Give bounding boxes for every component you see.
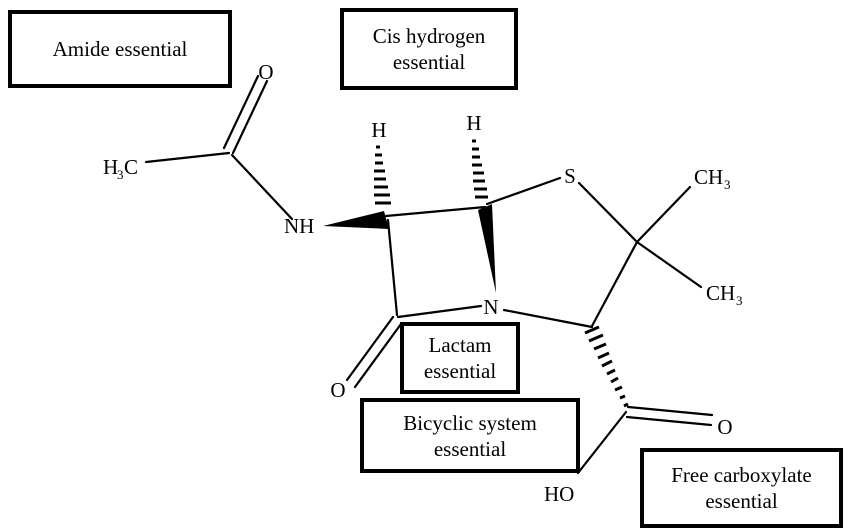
lactam-c-o-double-1 bbox=[345, 315, 395, 382]
carboxyl-c-o-double-1 bbox=[626, 405, 714, 417]
atom-lactam-oxygen: O bbox=[330, 378, 345, 402]
hash-mark bbox=[588, 333, 604, 343]
label-text: essential bbox=[433, 436, 507, 461]
amide-c-o-double-1 bbox=[222, 74, 260, 150]
wedge-nh-c6 bbox=[323, 211, 389, 229]
label-text: Amide essential bbox=[52, 37, 188, 61]
atom-methyl-c: C bbox=[124, 155, 138, 179]
label-text: essential bbox=[392, 50, 466, 74]
bond-lines bbox=[144, 151, 703, 475]
bond-n-c3 bbox=[502, 308, 594, 329]
atom-amide-nh: NH bbox=[284, 214, 314, 238]
label-box-cis-hydrogen-essential: Cis hydrogen essential bbox=[340, 8, 518, 90]
atom-ring-nitrogen: N bbox=[483, 295, 498, 319]
hash-wedge-c3-carboxyl bbox=[584, 325, 629, 408]
hash-mark bbox=[623, 402, 629, 408]
label-text: Bicyclic system bbox=[403, 410, 537, 435]
atom-labels: O H 3 C NH H H S CH 3 CH 3 N O O HO bbox=[103, 60, 743, 506]
atom-amide-oxygen: O bbox=[258, 60, 273, 84]
hash-mark bbox=[619, 394, 626, 400]
hash-mark bbox=[584, 325, 600, 335]
atom-c5-hydrogen: H bbox=[466, 111, 481, 135]
hash-mark bbox=[610, 376, 619, 384]
bond-c2-methyl-upper bbox=[635, 185, 692, 244]
atom-sulfur: S bbox=[564, 164, 576, 188]
bond-c6-c7 bbox=[386, 218, 399, 317]
wedge-c5-n bbox=[478, 204, 496, 293]
atom-c6-hydrogen: H bbox=[371, 118, 386, 142]
bond-methyl-carbonyl bbox=[144, 151, 231, 164]
bond-carboxyl-hydroxyl bbox=[576, 410, 628, 475]
atom-carboxyl-hydroxyl: HO bbox=[544, 482, 574, 506]
label-text: Free carboxylate bbox=[671, 463, 812, 487]
amide-c-o-double-2 bbox=[231, 79, 269, 155]
hash-mark bbox=[597, 351, 610, 360]
bond-c2-methyl-lower bbox=[635, 240, 703, 289]
label-text: essential bbox=[423, 359, 497, 383]
atom-methyl-h: H bbox=[103, 155, 118, 179]
label-text: Lactam bbox=[428, 333, 492, 357]
carboxyl-c-o-double-2 bbox=[625, 415, 713, 427]
bond-c6-c5 bbox=[384, 205, 487, 218]
lactam-c-o-double-2 bbox=[353, 322, 403, 389]
double-bonds bbox=[222, 74, 714, 427]
atom-gem-dimethyl-upper-subscript: 3 bbox=[724, 177, 731, 192]
label-text: essential bbox=[705, 489, 778, 513]
hash-mark bbox=[614, 385, 623, 392]
atom-gem-dimethyl-upper: CH bbox=[694, 165, 723, 189]
label-box-amide-essential: Amide essential bbox=[8, 10, 232, 88]
hash-mark bbox=[601, 359, 613, 368]
hash-wedge-h-c6 bbox=[374, 145, 391, 205]
hash-mark bbox=[593, 342, 607, 351]
bond-carbonyl-nh bbox=[230, 153, 294, 221]
bond-c7-n bbox=[396, 304, 483, 319]
atom-carboxyl-oxygen: O bbox=[717, 415, 732, 439]
atom-gem-dimethyl-lower: CH bbox=[706, 281, 735, 305]
label-box-free-carboxylate-essential: Free carboxylate essential bbox=[640, 448, 843, 528]
hash-wedge-h-c5 bbox=[472, 139, 488, 199]
label-text: Cis hydrogen bbox=[372, 24, 486, 48]
label-box-lactam-essential: Lactam essential bbox=[400, 322, 520, 394]
solid-wedges bbox=[323, 204, 496, 293]
atom-methyl-subscript: 3 bbox=[117, 167, 124, 182]
bond-c5-s bbox=[485, 176, 562, 206]
hash-mark bbox=[606, 368, 616, 376]
atom-gem-dimethyl-lower-subscript: 3 bbox=[736, 293, 743, 308]
bond-s-c2 bbox=[577, 181, 638, 243]
bond-c2-c3 bbox=[590, 240, 639, 328]
label-box-bicyclic-system-essential: Bicyclic system essential bbox=[360, 398, 580, 473]
